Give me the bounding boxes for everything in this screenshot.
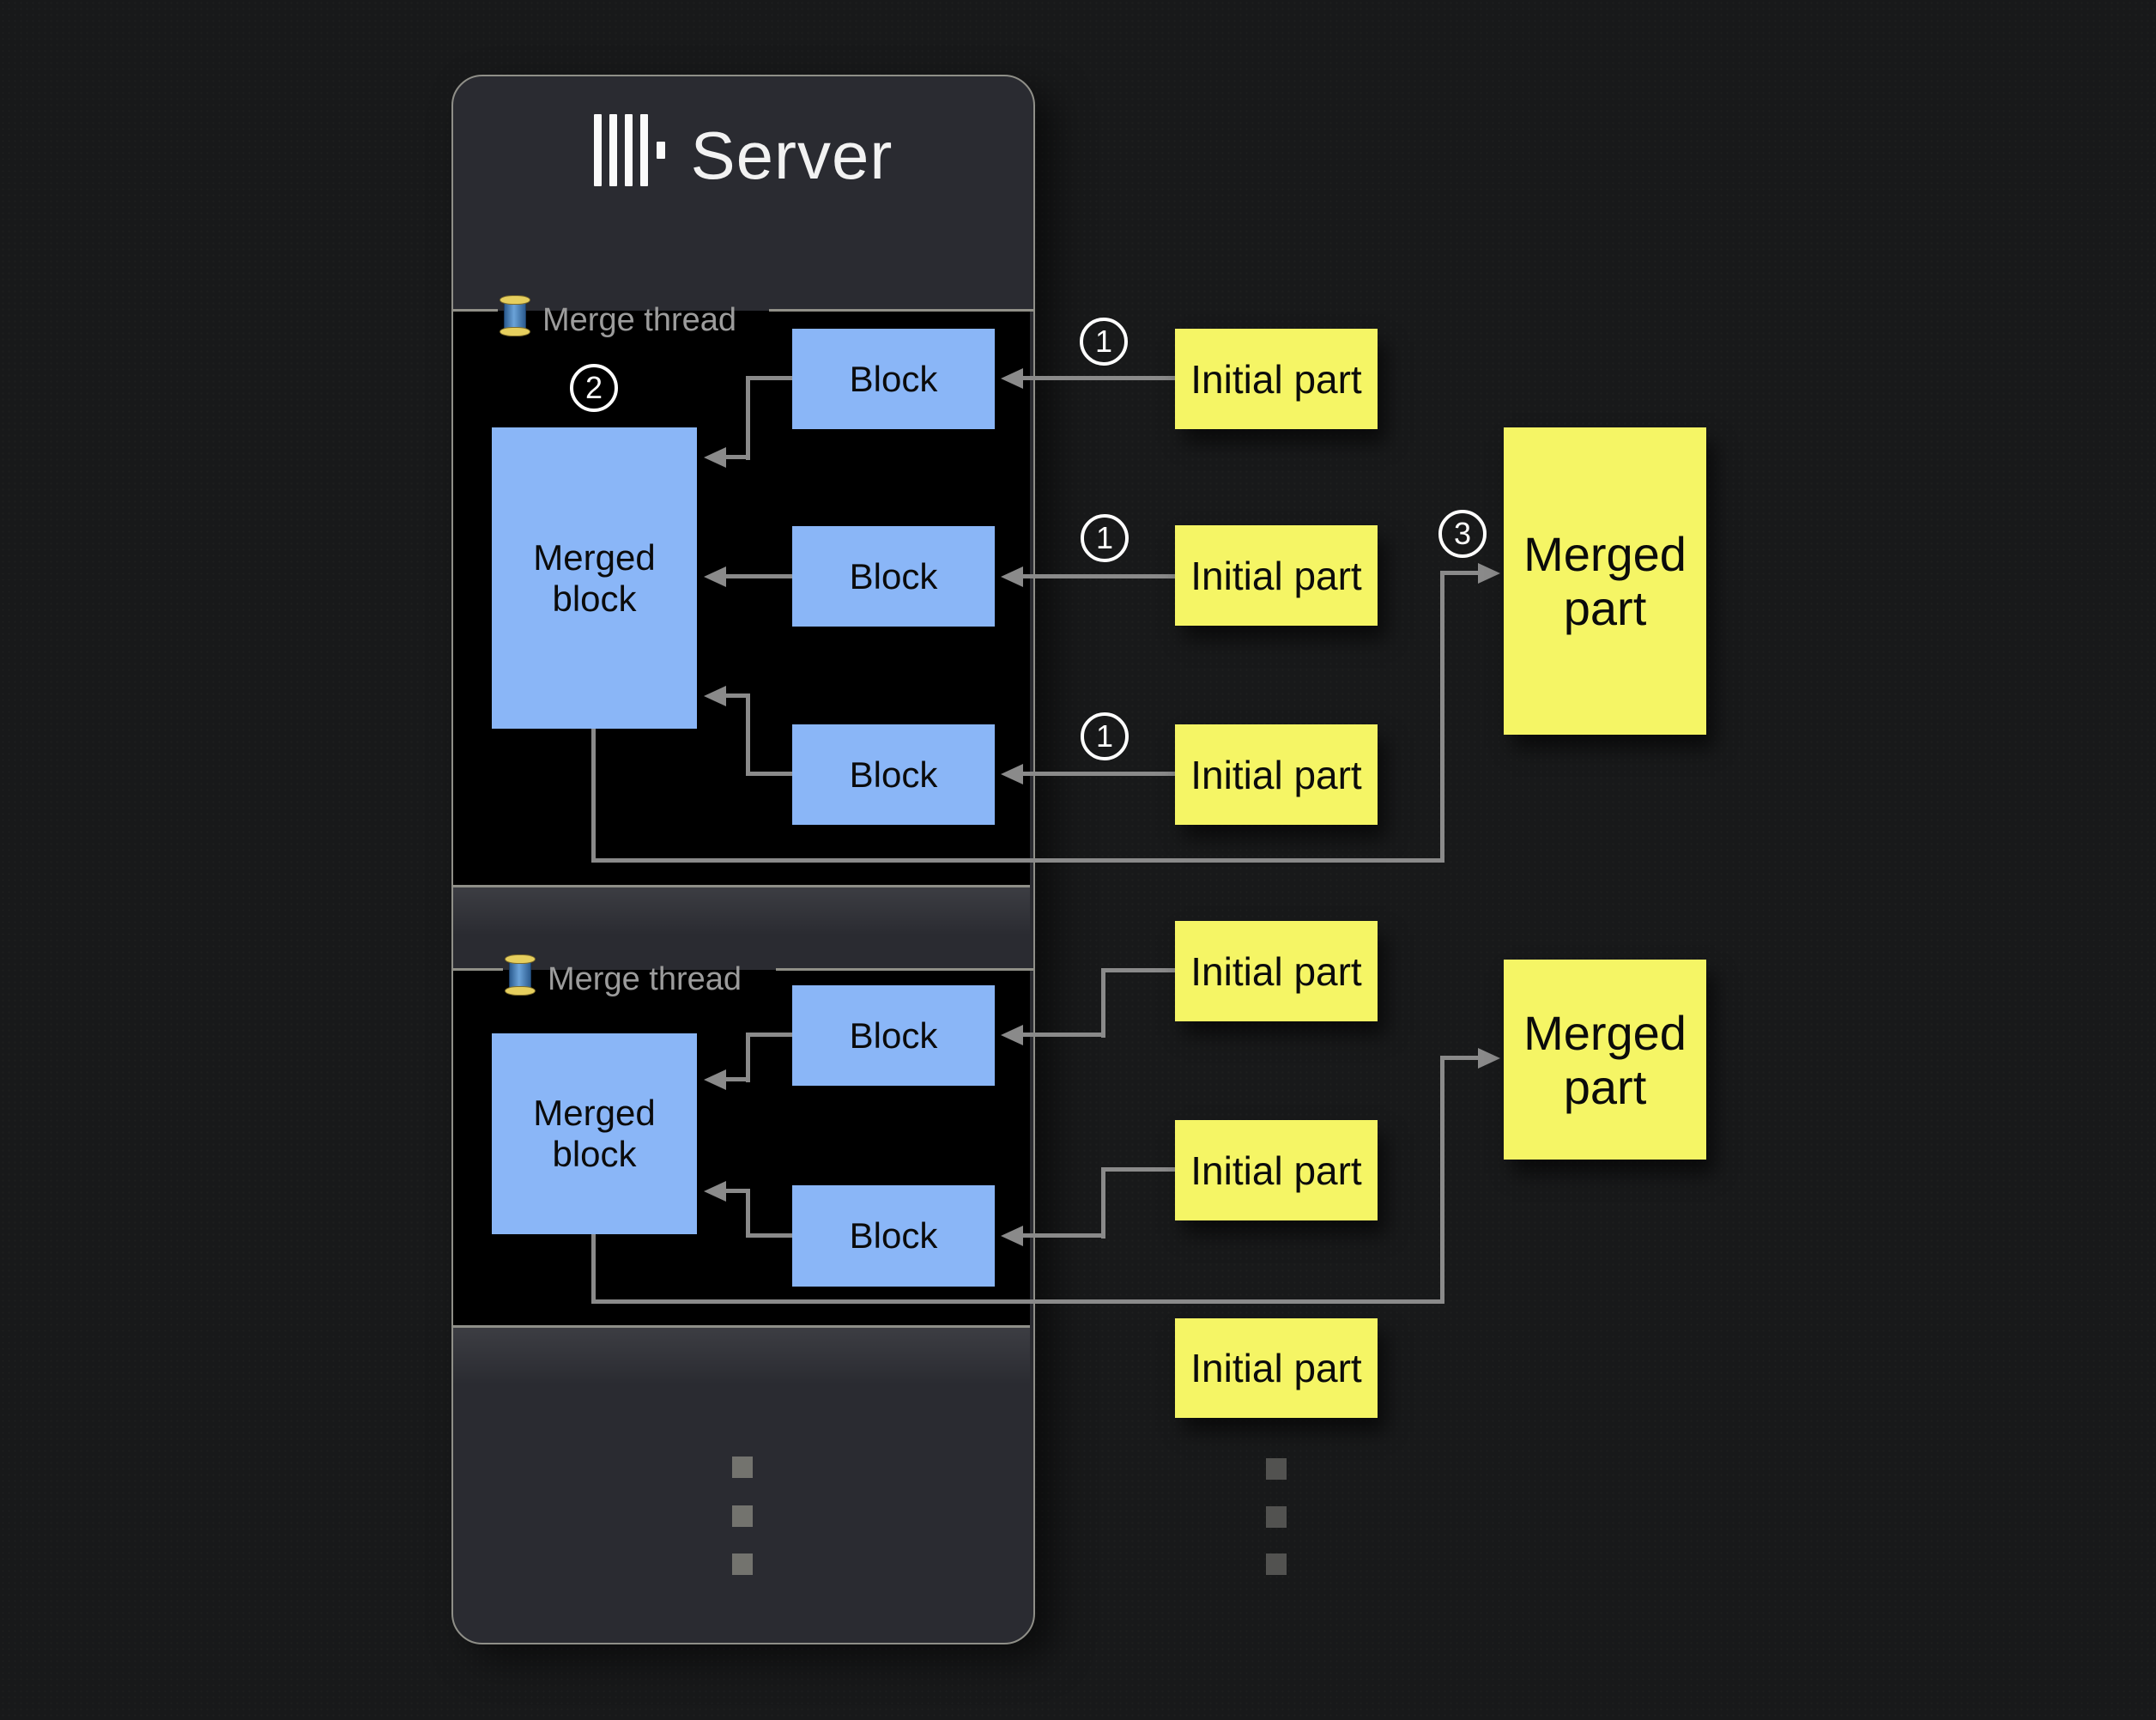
logo-bar: [624, 114, 633, 186]
thread1-border-left: [451, 309, 498, 312]
arrowhead: [1478, 563, 1500, 584]
arrow-initial4-to-block: [1101, 968, 1105, 1038]
arrow-initial1-to-block: [1023, 376, 1175, 380]
arrow-block1-to-merged: [746, 376, 750, 460]
arrow-merged-block1-to-merged-part: [591, 729, 596, 863]
panel-footer-glow: [453, 1328, 1030, 1384]
step-badge-merge: 2: [570, 364, 618, 412]
vertical-ellipsis-dot: [732, 1505, 753, 1527]
initial-part-4: Initial part: [1175, 921, 1378, 1021]
block-2-2: Block: [792, 1185, 995, 1287]
logo-bar: [639, 114, 648, 186]
merged-block-2: Merged block: [492, 1033, 697, 1234]
arrowhead: [704, 447, 726, 468]
arrow-block5-to-merged: [746, 1189, 750, 1238]
server-header: Server: [451, 108, 1035, 203]
merge-thread-label-text: Merge thread: [542, 301, 737, 338]
thread1-border-right: [769, 309, 1033, 312]
arrow-block5-to-merged: [726, 1189, 750, 1193]
arrow-block1-to-merged: [726, 455, 750, 459]
block-2-1: Block: [792, 985, 995, 1086]
arrow-block3-to-merged: [746, 693, 750, 776]
clickhouse-bars-logo: [593, 114, 665, 186]
arrowhead: [704, 566, 726, 587]
logo-short-bar: [656, 142, 665, 159]
step-badge-insert-3: 1: [1081, 712, 1129, 760]
vertical-ellipsis-dot: [732, 1457, 753, 1478]
arrow-merged-block1-to-merged-part: [1440, 571, 1478, 575]
arrow-merged-block1-to-merged-part: [591, 858, 1444, 863]
arrow-merged-block2-to-merged-part: [1440, 1056, 1478, 1060]
arrow-initial4-to-block: [1023, 1033, 1105, 1037]
thread-spool-icon: [500, 295, 530, 336]
step-badge-insert-2: 1: [1081, 514, 1129, 562]
arrowhead: [704, 1181, 726, 1202]
thread-spool-icon: [505, 954, 536, 996]
panel-gap-glow: [453, 887, 1030, 936]
step-badge-insert-1: 1: [1080, 318, 1128, 366]
step-badge-result: 3: [1438, 510, 1487, 558]
arrow-initial3-to-block: [1023, 772, 1175, 776]
initial-part-1: Initial part: [1175, 329, 1378, 429]
arrow-initial5-to-block: [1101, 1167, 1105, 1239]
arrowhead: [1478, 1048, 1500, 1069]
vertical-ellipsis-dot: [1266, 1506, 1287, 1528]
merge-thread-1-label: Merge thread: [500, 295, 737, 338]
arrow-block4-to-merged: [746, 1033, 750, 1082]
arrow-initial5-to-block: [1104, 1167, 1175, 1172]
block-1-1: Block: [792, 329, 995, 429]
block-1-3: Block: [792, 724, 995, 825]
arrowhead: [1001, 764, 1023, 784]
arrowhead: [704, 686, 726, 706]
merge-thread-2-label: Merge thread: [505, 954, 742, 997]
vertical-ellipsis-dot: [1266, 1458, 1287, 1480]
arrow-block4-to-merged: [726, 1077, 750, 1081]
arrowhead: [1001, 1226, 1023, 1246]
vertical-ellipsis-dot: [1266, 1553, 1287, 1575]
arrow-initial2-to-block: [1023, 574, 1175, 578]
arrow-block5-to-merged: [748, 1233, 792, 1238]
initial-part-2: Initial part: [1175, 525, 1378, 626]
arrow-block3-to-merged: [748, 772, 792, 776]
arrowhead: [1001, 1025, 1023, 1045]
merged-block-1: Merged block: [492, 427, 697, 729]
initial-part-6: Initial part: [1175, 1318, 1378, 1418]
initial-part-3: Initial part: [1175, 724, 1378, 825]
thread2-border-left: [451, 968, 503, 971]
arrow-initial5-to-block: [1023, 1233, 1105, 1238]
vertical-ellipsis-dot: [732, 1553, 753, 1575]
arrow-block1-to-merged: [748, 376, 792, 380]
arrowhead: [1001, 368, 1023, 389]
arrow-block3-to-merged: [726, 693, 750, 698]
arrow-initial4-to-block: [1104, 968, 1175, 972]
initial-part-5: Initial part: [1175, 1120, 1378, 1220]
server-title: Server: [690, 117, 893, 193]
merged-part-1: Merged part: [1504, 427, 1706, 735]
arrow-merged-block1-to-merged-part: [1440, 571, 1444, 863]
arrow-block4-to-merged: [748, 1033, 792, 1037]
arrow-block2-to-merged: [726, 574, 792, 578]
arrowhead: [1001, 566, 1023, 587]
logo-bar: [609, 114, 617, 186]
logo-bar: [593, 114, 602, 186]
arrow-merged-block2-to-merged-part: [591, 1234, 596, 1304]
block-1-2: Block: [792, 526, 995, 627]
arrowhead: [704, 1069, 726, 1090]
arrow-merged-block2-to-merged-part: [591, 1299, 1444, 1304]
merge-thread-label-text: Merge thread: [548, 960, 742, 997]
arrow-merged-block2-to-merged-part: [1440, 1056, 1444, 1304]
thread2-border-right: [776, 968, 1033, 971]
merged-part-2: Merged part: [1504, 960, 1706, 1160]
